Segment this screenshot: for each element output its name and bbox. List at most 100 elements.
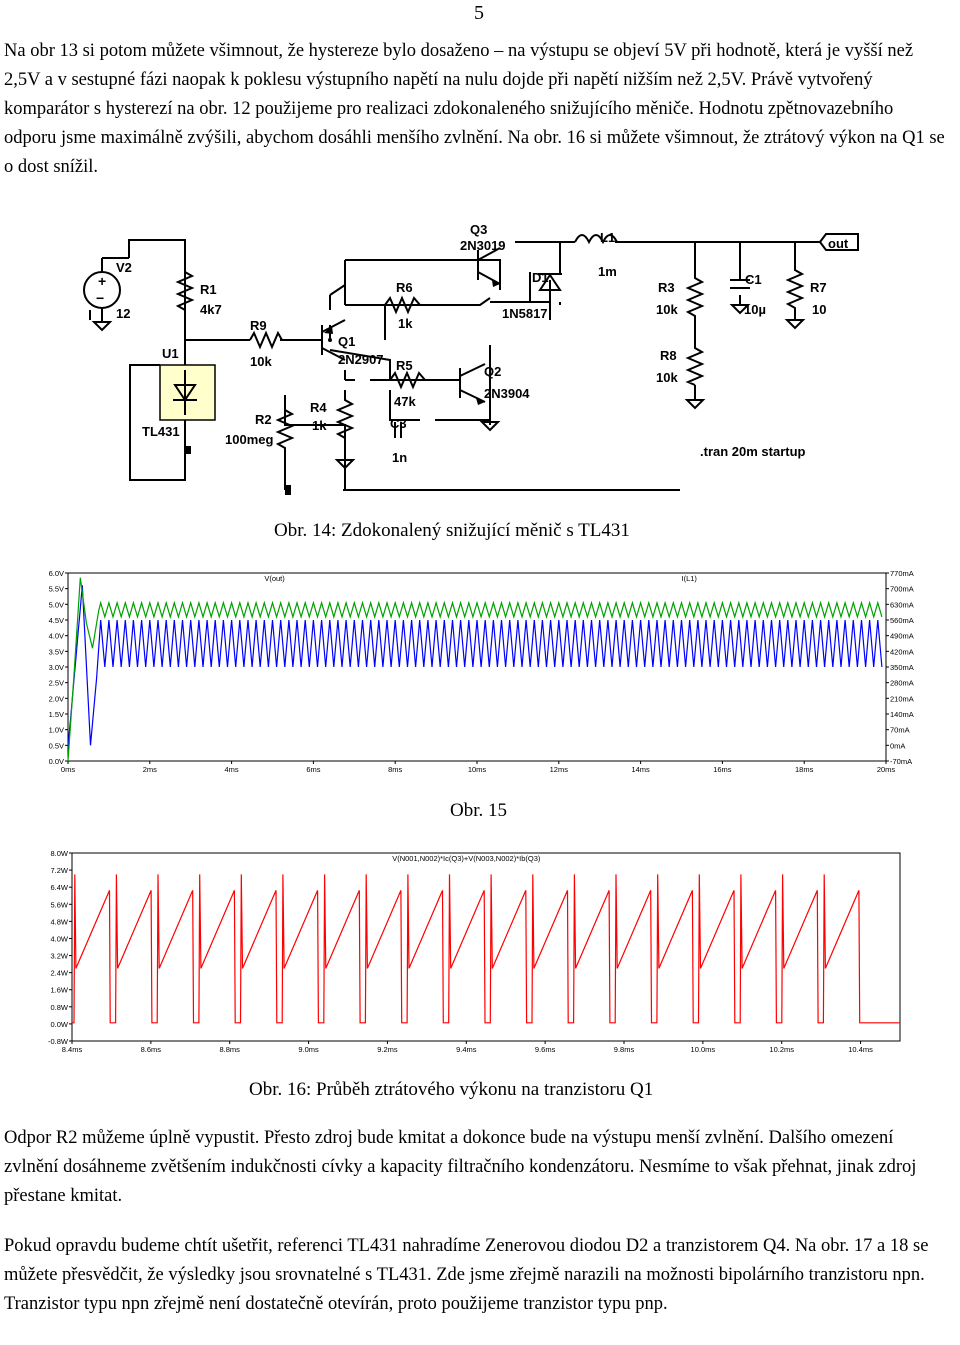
l1-name: L1 bbox=[600, 230, 615, 245]
r8-name: R8 bbox=[660, 348, 677, 363]
y-tick-label-right: 280mA bbox=[890, 679, 914, 688]
r3-value: 10k bbox=[656, 302, 678, 317]
q1-name: Q1 bbox=[338, 334, 355, 349]
r2-value: 100meg bbox=[225, 432, 273, 447]
r6-value: 1k bbox=[398, 316, 413, 331]
series-line-vout bbox=[67, 577, 883, 762]
y-tick-label: 4.8W bbox=[50, 917, 68, 926]
r4-resistor bbox=[335, 390, 355, 455]
y-tick-label: -0.8W bbox=[48, 1037, 69, 1046]
q3-name: Q3 bbox=[470, 222, 487, 237]
y-tick-label: 0.8W bbox=[50, 1003, 68, 1012]
r5-name: R5 bbox=[396, 358, 413, 373]
r5-value: 47k bbox=[394, 394, 416, 409]
y-tick-label-right: -70mA bbox=[890, 757, 912, 766]
x-tick-label: 6ms bbox=[306, 765, 320, 774]
x-tick-label: 18ms bbox=[795, 765, 814, 774]
r8-value: 10k bbox=[656, 370, 678, 385]
u1-name: U1 bbox=[162, 346, 179, 361]
y-tick-label-left: 5.5V bbox=[49, 585, 64, 594]
y-tick-label-right: 630mA bbox=[890, 600, 914, 609]
caption-fig15: Obr. 15 bbox=[450, 800, 507, 821]
paragraph-intro: Na obr 13 si potom můžete všimnout, že h… bbox=[4, 41, 945, 177]
x-tick-label: 16ms bbox=[713, 765, 732, 774]
x-tick-label: 20ms bbox=[877, 765, 896, 774]
y-tick-label: 6.4W bbox=[50, 883, 68, 892]
legend-vout: V(out) bbox=[264, 574, 285, 583]
x-tick-label: 8.8ms bbox=[219, 1045, 240, 1054]
r4-value: 1k bbox=[312, 418, 327, 433]
x-tick-label: 9.4ms bbox=[456, 1045, 477, 1054]
caption-fig16: Obr. 16: Průběh ztrátového výkonu na tra… bbox=[249, 1079, 654, 1100]
wire-net-left bbox=[128, 239, 186, 481]
y-tick-label-right: 210mA bbox=[890, 694, 914, 703]
y-tick-label: 4.0W bbox=[50, 934, 68, 943]
q1-value: 2N2907 bbox=[338, 352, 384, 367]
y-tick-label-left: 5.0V bbox=[49, 600, 64, 609]
y-tick-label-left: 2.5V bbox=[49, 679, 64, 688]
y-tick-label-right: 490mA bbox=[890, 632, 914, 641]
y-tick-label-left: 0.0V bbox=[49, 757, 64, 766]
x-tick-label: 8.6ms bbox=[141, 1045, 162, 1054]
d1-value: 1N5817 bbox=[502, 306, 548, 321]
q2-name: Q2 bbox=[484, 364, 501, 379]
y-tick-label-left: 4.5V bbox=[49, 616, 64, 625]
series-line-il1 bbox=[67, 585, 883, 748]
legend-power: V(N001,N002)*Ic(Q3)+V(N003,N002)*Ib(Q3) bbox=[392, 854, 541, 863]
y-tick-label-right: 560mA bbox=[890, 616, 914, 625]
y-tick-label-left: 2.0V bbox=[49, 694, 64, 703]
x-tick-label: 10.0ms bbox=[691, 1045, 716, 1054]
x-tick-label: 9.8ms bbox=[614, 1045, 635, 1054]
y-tick-label-left: 3.5V bbox=[49, 647, 64, 656]
r1-resistor bbox=[175, 256, 195, 335]
x-tick-label: 10ms bbox=[468, 765, 487, 774]
y-tick-label-right: 420mA bbox=[890, 647, 914, 656]
y-tick-label: 7.2W bbox=[50, 866, 68, 875]
y-tick-label-left: 4.0V bbox=[49, 632, 64, 641]
legend-il1: I(L1) bbox=[682, 574, 698, 583]
x-tick-label: 8.4ms bbox=[62, 1045, 83, 1054]
y-tick-label-right: 140mA bbox=[890, 710, 914, 719]
y-tick-label-left: 6.0V bbox=[49, 569, 64, 578]
r1-value: 4k7 bbox=[200, 302, 222, 317]
u1-tl431-box bbox=[159, 364, 216, 421]
d1-name: D1 bbox=[532, 270, 549, 285]
y-tick-label-right: 350mA bbox=[890, 663, 914, 672]
r2-resistor bbox=[275, 395, 295, 475]
x-tick-label: 12ms bbox=[550, 765, 569, 774]
chart-fig15: 6.0V5.5V5.0V4.5V4.0V3.5V3.0V2.5V2.0V1.5V… bbox=[49, 569, 914, 774]
x-tick-label: 0ms bbox=[61, 765, 75, 774]
r3-name: R3 bbox=[658, 280, 675, 295]
x-tick-label: 2ms bbox=[143, 765, 157, 774]
paragraph-zener: Pokud opravdu budeme chtít ušetřit, refe… bbox=[4, 1236, 929, 1314]
x-tick-label: 10.2ms bbox=[769, 1045, 794, 1054]
l1-value: 1m bbox=[598, 264, 617, 279]
tran-directive: .tran 20m startup bbox=[700, 444, 806, 459]
y-tick-label-left: 1.5V bbox=[49, 710, 64, 719]
y-tick-label: 2.4W bbox=[50, 969, 68, 978]
chart-fig16: 8.0W7.2W6.4W5.6W4.8W4.0W3.2W2.4W1.6W0.8W… bbox=[48, 849, 901, 1054]
y-tick-label-right: 700mA bbox=[890, 585, 914, 594]
c1-name: C1 bbox=[745, 272, 762, 287]
l1-inductor bbox=[574, 234, 618, 245]
y-tick-label-right: 770mA bbox=[890, 569, 914, 578]
paragraph-r2: Odpor R2 můžeme úplně vypustit. Přesto z… bbox=[4, 1128, 917, 1206]
y-tick-label: 8.0W bbox=[50, 849, 68, 858]
svg-text:−: − bbox=[96, 290, 104, 306]
y-tick-label: 5.6W bbox=[50, 900, 68, 909]
r9-value: 10k bbox=[250, 354, 272, 369]
r9-resistor bbox=[249, 330, 283, 350]
r7-value: 10 bbox=[812, 302, 826, 317]
q3-value: 2N3019 bbox=[460, 238, 506, 253]
x-tick-label: 10.4ms bbox=[848, 1045, 873, 1054]
c3-name: C3 bbox=[390, 416, 407, 431]
r6-name: R6 bbox=[396, 280, 413, 295]
y-tick-label: 0.0W bbox=[50, 1020, 68, 1029]
u1-value: TL431 bbox=[142, 424, 180, 439]
r8-resistor bbox=[685, 340, 705, 386]
r3-resistor bbox=[685, 270, 705, 320]
x-tick-label: 9.0ms bbox=[298, 1045, 319, 1054]
series-line-power bbox=[72, 874, 900, 1024]
x-tick-label: 9.6ms bbox=[535, 1045, 556, 1054]
x-tick-label: 14ms bbox=[631, 765, 650, 774]
